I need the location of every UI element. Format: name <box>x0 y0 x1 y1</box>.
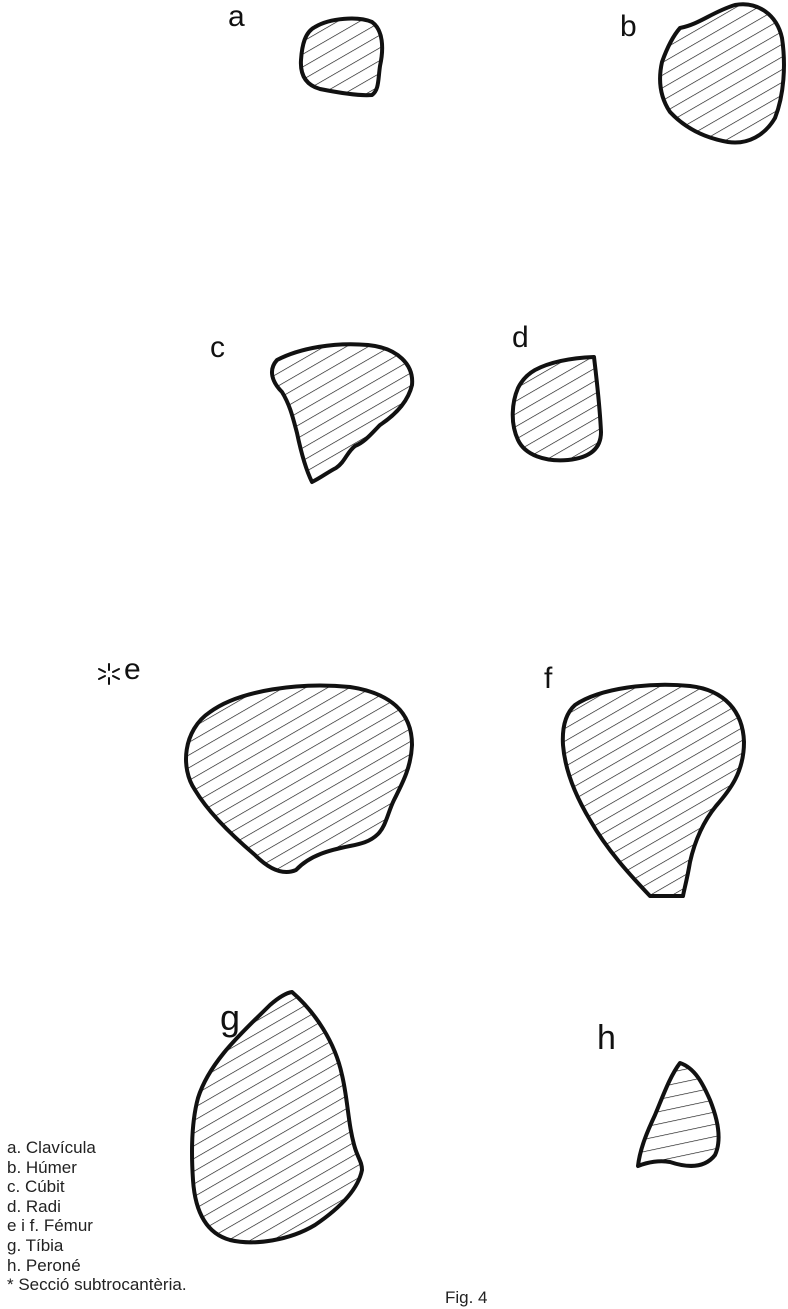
legend-item-a: a. Clavícula <box>7 1138 96 1157</box>
section-d-radi <box>510 355 603 463</box>
label-b: b <box>620 10 637 43</box>
label-a: a <box>228 0 245 33</box>
section-b-humer <box>658 2 786 145</box>
label-d: d <box>512 321 529 354</box>
section-e-femur <box>184 683 414 875</box>
section-h-perone <box>636 1061 721 1168</box>
section-f-femur <box>560 682 746 898</box>
section-c-cubit <box>269 342 415 484</box>
figure-caption: Fig. 4 <box>445 1288 488 1307</box>
label-f: f <box>544 662 553 695</box>
section-a-clavicula <box>298 16 385 98</box>
legend-item-h: h. Peroné <box>7 1255 81 1275</box>
label-g: g <box>220 997 241 1038</box>
legend-item-c: c. Cúbit <box>7 1177 65 1197</box>
label-h: h <box>597 1019 616 1057</box>
asterisk-icon <box>98 663 120 685</box>
legend-item-b: b. Húmer <box>7 1157 77 1177</box>
label-c: c <box>210 331 225 364</box>
legend: a. Clavícula b. Húmer c. Cúbit d. Radi e… <box>7 1138 187 1295</box>
section-g-tibia <box>190 990 364 1245</box>
legend-item-d: d. Radi <box>7 1196 61 1216</box>
label-e: e <box>124 653 141 686</box>
legend-item-g: g. Tíbia <box>7 1235 64 1255</box>
legend-item-asterisk-note: * Secció subtrocantèria. <box>7 1275 187 1295</box>
legend-item-e-f: e i f. Fémur <box>7 1216 93 1236</box>
